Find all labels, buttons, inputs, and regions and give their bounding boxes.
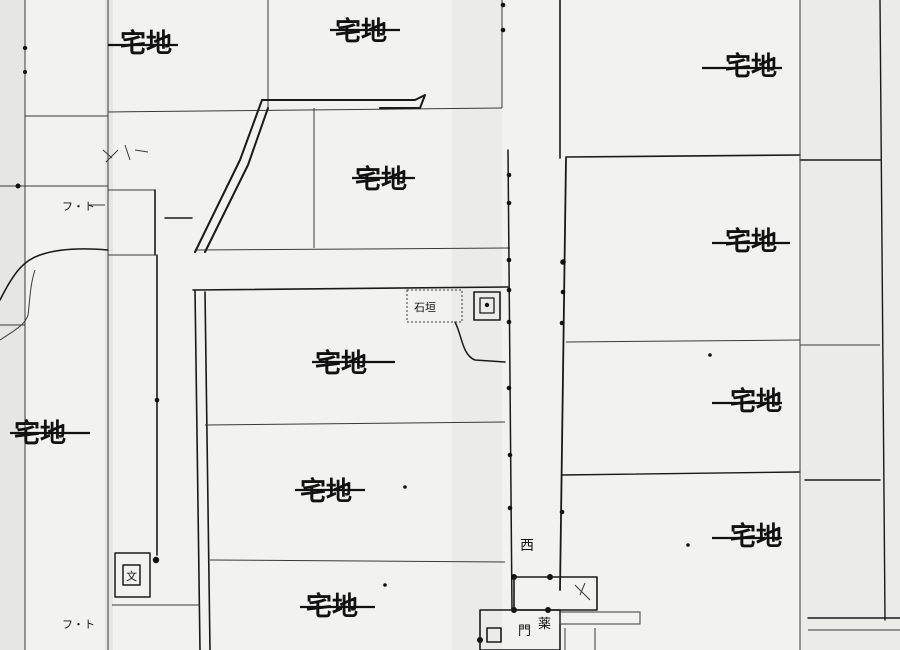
parcel-labels: 宅地 宅地 宅地 宅地 宅地 宅地 宅地 宅地 宅地 宅地 宅地 [14,16,782,622]
boundary-dots [15,2,712,643]
corner-label: 薬 [538,617,551,632]
parcel-label: 宅地 [730,521,782,552]
diagonal-lane [194,94,426,253]
side-label: フ・ト [62,200,95,213]
gate-area [479,576,641,650]
parcel-label: 宅地 [315,348,367,379]
parcel-label: 宅地 [355,164,407,195]
corner-label: 西 [520,538,534,554]
side-label: フ・ト [62,618,95,631]
small-marker-box: 文 [114,552,151,598]
curved-road [0,248,109,341]
parcel-label: 宅地 [730,386,782,417]
parcel-label: 宅地 [300,476,352,507]
note-box-label: 石垣 [414,301,436,314]
label-strokes [10,28,790,609]
paper-seam-right [800,0,900,650]
corner-label: 門 [518,624,531,639]
parcel-label: 宅地 [335,16,387,47]
parcel-label: 宅地 [725,226,777,257]
paper-seam [452,0,502,650]
small-box-label: 文 [126,569,137,583]
scribble-marks [102,144,591,601]
note-box: 石垣 [406,289,501,323]
parcel-label: 宅地 [120,28,172,59]
parcel-label: 宅地 [725,51,777,82]
connector-line [454,321,506,363]
paper-seam [105,0,113,650]
